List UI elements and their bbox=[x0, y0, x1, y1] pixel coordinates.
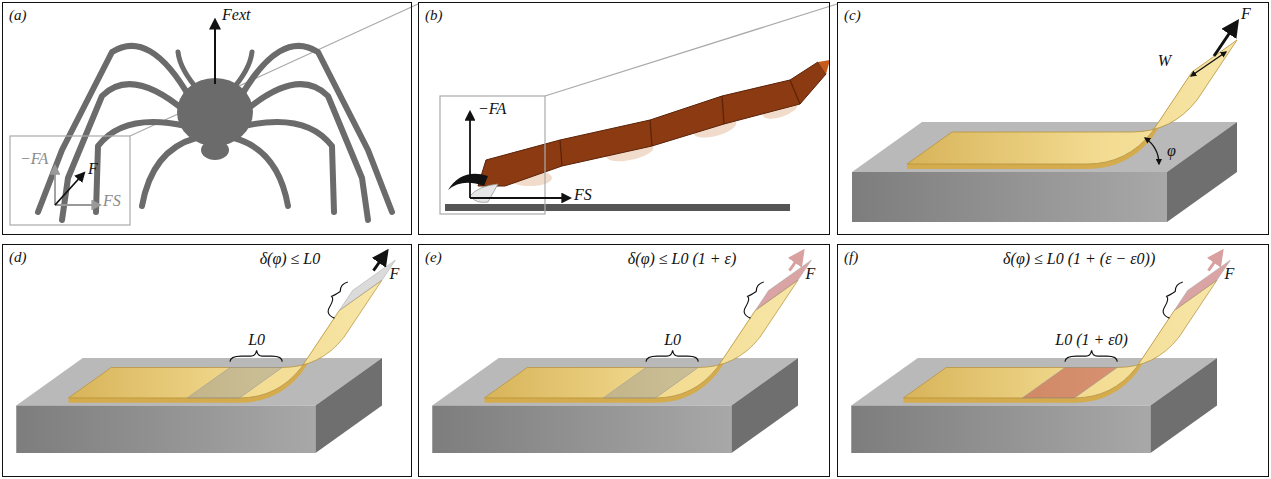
panel-label: (d) bbox=[9, 249, 27, 266]
tape-on-substrate bbox=[432, 252, 811, 453]
figure-label: L0 bbox=[664, 331, 681, 349]
tape-extension bbox=[755, 260, 811, 310]
force-arrow bbox=[1208, 252, 1221, 271]
panel-label: (a) bbox=[9, 7, 27, 24]
tape-extension bbox=[1174, 260, 1230, 310]
figure-label: W bbox=[1158, 52, 1171, 70]
panel-label: (b) bbox=[425, 7, 443, 24]
figure-label: L0 (1 + ε0) bbox=[1055, 331, 1128, 349]
force-arrow bbox=[789, 252, 802, 271]
substrate-block bbox=[1167, 122, 1237, 222]
substrate-block bbox=[852, 172, 1167, 222]
tape-extension bbox=[339, 260, 395, 310]
spider-leg bbox=[448, 60, 830, 202]
substrate-block bbox=[732, 358, 799, 453]
inset-box bbox=[10, 136, 130, 225]
figure-label: −FA bbox=[478, 100, 506, 118]
width-arrow bbox=[1191, 52, 1226, 76]
substrate-block bbox=[432, 406, 731, 454]
tape-on-substrate bbox=[16, 252, 395, 453]
figure-label: L0 bbox=[248, 331, 265, 349]
force-arrow bbox=[55, 204, 100, 206]
tape-on-substrate bbox=[851, 252, 1230, 453]
figure-label: Fext bbox=[222, 6, 250, 24]
figure-panel: (c) bbox=[837, 2, 1269, 235]
length-brace bbox=[646, 350, 698, 361]
panel-label: (f) bbox=[844, 249, 858, 266]
figure-label: FS bbox=[103, 192, 121, 210]
spider-chelicerae bbox=[201, 140, 229, 160]
figure-label: FS bbox=[574, 186, 592, 204]
tape-segment bbox=[603, 368, 698, 398]
force-arrow bbox=[54, 166, 56, 205]
figure-panel: (d) bbox=[2, 244, 412, 477]
figure-panel: (b) bbox=[418, 2, 830, 235]
tape bbox=[485, 280, 799, 398]
force-arrow bbox=[214, 20, 216, 84]
figure-label: F bbox=[1225, 265, 1235, 283]
substrate-block bbox=[316, 358, 383, 453]
length-brace bbox=[1163, 282, 1183, 318]
figure-label: φ bbox=[1167, 142, 1176, 160]
length-brace bbox=[744, 282, 764, 318]
tape-segment bbox=[187, 368, 282, 398]
figure-label: −FA bbox=[20, 150, 48, 168]
tape bbox=[904, 280, 1218, 398]
spider-body bbox=[177, 78, 253, 146]
length-brace bbox=[1065, 350, 1117, 361]
substrate-block bbox=[16, 406, 315, 454]
figure-panel: (e) bbox=[418, 244, 830, 477]
tape bbox=[69, 280, 383, 398]
figure-label: F bbox=[390, 265, 400, 283]
panel-label: (c) bbox=[844, 7, 861, 24]
force-arrow bbox=[373, 252, 386, 271]
figure-panel: (f) bbox=[837, 244, 1269, 477]
figure-label: δ(φ) ≤ L0 (1 + (ε − ε0)) bbox=[1003, 250, 1155, 268]
angle-arc bbox=[1145, 138, 1159, 164]
length-brace bbox=[230, 350, 282, 361]
ground-surface bbox=[445, 204, 790, 211]
force-arrow bbox=[469, 112, 471, 198]
tape-segment bbox=[1022, 368, 1117, 398]
substrate-block bbox=[851, 406, 1150, 454]
length-brace bbox=[328, 282, 348, 318]
figure-label: F bbox=[1241, 5, 1251, 23]
force-arrow bbox=[470, 197, 570, 199]
figure-label: δ(φ) ≤ L0 bbox=[260, 250, 321, 268]
figure-label: F bbox=[806, 265, 816, 283]
tape-on-substrate bbox=[852, 22, 1237, 222]
figure-panel: (a) bbox=[2, 2, 412, 235]
panel-label: (e) bbox=[425, 249, 442, 266]
figure-label: F bbox=[88, 160, 98, 178]
force-arrow bbox=[1214, 22, 1237, 56]
force-arrow bbox=[55, 173, 84, 205]
substrate-block bbox=[1151, 358, 1218, 453]
figure-label: δ(φ) ≤ L0 (1 + ε) bbox=[628, 250, 736, 268]
inset-box bbox=[440, 96, 545, 214]
tape bbox=[907, 40, 1237, 164]
